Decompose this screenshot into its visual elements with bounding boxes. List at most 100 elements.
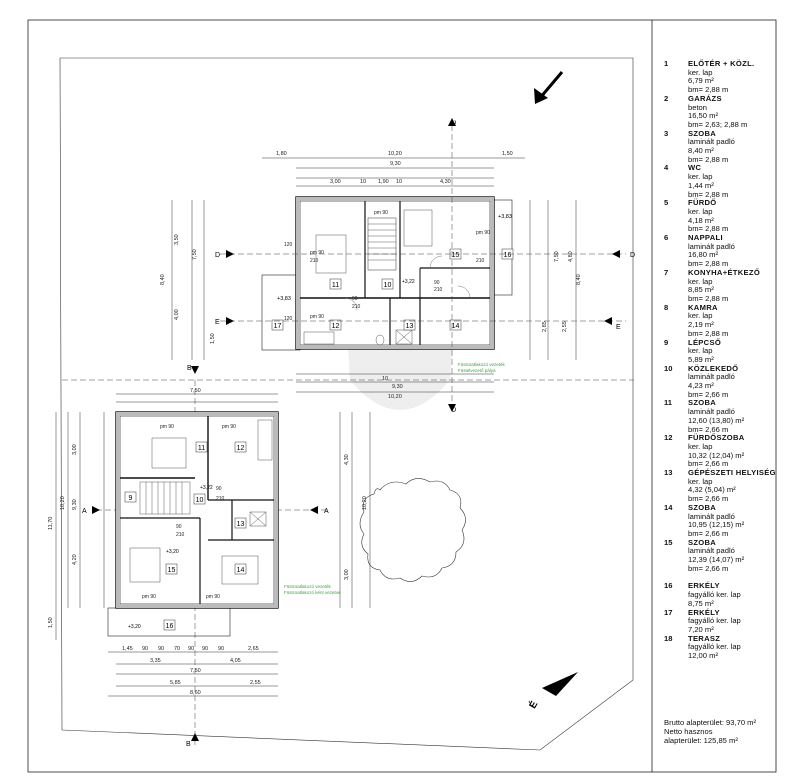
door-tag: pm 90 <box>160 424 174 430</box>
legend-room-number: 11 <box>664 398 673 408</box>
section-mark: C <box>451 120 458 125</box>
netto-area-label: Netto hasznos <box>664 727 713 736</box>
dim-label: 1,90 <box>378 179 389 185</box>
section-mark: E <box>616 324 621 331</box>
dim-label: 10 <box>360 179 366 185</box>
room-tag: 12 <box>237 445 245 452</box>
legend-room-detail: bm= 2,66 m <box>688 424 729 434</box>
dim-label: 9,30 <box>390 161 401 167</box>
legend-room-number: 12 <box>664 433 673 443</box>
dim-label: 2,55 <box>562 321 568 332</box>
sheet-border <box>27 19 777 773</box>
section-mark: E <box>215 319 220 326</box>
section-mark: A <box>324 508 329 515</box>
legend-room-detail: 6,79 m² <box>688 76 714 86</box>
dim-label: 1,50 <box>210 333 216 344</box>
door-tag: 120 <box>284 316 293 322</box>
legend-room-detail: 16,50 m² <box>688 111 718 121</box>
netto-area-value: alapterület: 125,85 m² <box>664 736 738 745</box>
dim-label: 90 <box>158 646 164 652</box>
legend-room-detail: bm= 2,88 m <box>688 293 729 303</box>
room-tag: 13 <box>237 521 245 528</box>
door-tag: 90 <box>434 280 440 286</box>
dim-label: 70 <box>174 646 180 652</box>
dim-label: 3,00 <box>330 179 341 185</box>
dim-label: 8,40 <box>576 274 582 285</box>
bed-icon <box>221 555 259 585</box>
legend-room-detail: 8,75 m² <box>688 598 714 608</box>
door-tag: 90 <box>352 296 358 302</box>
door-tag: 210 <box>434 287 443 293</box>
lower-stair <box>139 481 191 515</box>
legend-room-detail: beton <box>688 102 708 112</box>
boiler-icon <box>249 511 267 527</box>
legend-room-detail: ker. lap <box>688 172 713 182</box>
legend-room-detail: laminált padló <box>688 372 735 382</box>
legend-room-detail: fagyálló ker. lap <box>688 590 741 600</box>
legend-room-detail: bm= 2,66 m <box>688 563 729 573</box>
room-tag: 14 <box>452 323 460 330</box>
plot-boundary <box>59 57 634 751</box>
legend-room-detail: 1,44 m² <box>688 180 714 190</box>
dim-label: 10,20 <box>60 496 66 510</box>
east-arrow-icon: É <box>526 672 578 711</box>
dim-label: 10,20 <box>388 394 402 400</box>
room-tag: 17 <box>274 323 282 330</box>
legend-room-detail: ker. lap <box>688 476 713 486</box>
dim-label: 1,80 <box>276 151 287 157</box>
dim-label: 7,50 <box>192 249 198 260</box>
bed-icon <box>151 437 187 469</box>
smoke-note: Füstcsatlakozó vezeték <box>284 584 332 589</box>
dim-label: 3,35 <box>150 658 161 664</box>
legend-room-name: SZOBA <box>688 128 717 138</box>
bathtub-icon <box>303 331 335 345</box>
section-mark: C <box>451 407 458 412</box>
legend-room-number: 13 <box>664 468 673 478</box>
legend-room-number: 9 <box>664 337 669 347</box>
dim-label: 4,05 <box>230 658 241 664</box>
legend-room-name: KAMRA <box>688 302 718 312</box>
legend-room-detail: 4,23 m² <box>688 381 714 391</box>
lower-dimensions <box>55 393 371 697</box>
legend-room-detail: bm= 2,88 m <box>688 224 729 234</box>
height-mark: +3,20 <box>128 624 141 630</box>
door-tag: 210 <box>352 304 361 310</box>
legend-room-name: WC <box>688 163 702 173</box>
legend-room-detail: bm= 2,66 m <box>688 528 729 538</box>
legend-room-detail: ker. lap <box>688 206 713 216</box>
smoke-note: Füstcsatlakozó vezeték <box>458 362 506 367</box>
legend-room-number: 17 <box>664 607 673 617</box>
legend-room-name: SZOBA <box>688 502 717 512</box>
toilet-icon <box>375 334 385 346</box>
legend-room-detail: bm= 2,66 m <box>688 494 729 504</box>
legend-room-detail: 4,32 (5,04) m² <box>688 485 736 495</box>
height-mark: +3,83 <box>498 214 512 220</box>
dim-label: 2,85 <box>542 321 548 332</box>
legend-room-name: ELŐTÉR + KÖZL. <box>688 59 755 68</box>
legend-room-name: KONYHA+ÉTKEZŐ <box>688 267 761 277</box>
bed-icon <box>129 547 161 583</box>
legend-room-detail: 16,80 m² <box>688 250 718 260</box>
legend-room-number: 14 <box>664 502 673 512</box>
height-mark: +3,83 <box>277 296 291 302</box>
legend-room-number: 15 <box>664 537 673 547</box>
dim-label: 10 <box>382 376 388 382</box>
north-arrow-icon <box>534 71 564 104</box>
dim-label: 10,20 <box>362 496 368 510</box>
room-tag: 10 <box>384 282 392 289</box>
room-tag: 11 <box>198 445 205 452</box>
legend-room-name: ERKÉLY <box>688 581 720 591</box>
door-tag: 90 <box>216 486 222 492</box>
dim-label: 10,20 <box>388 151 402 157</box>
legend-room-detail: 8,85 m² <box>688 285 714 295</box>
